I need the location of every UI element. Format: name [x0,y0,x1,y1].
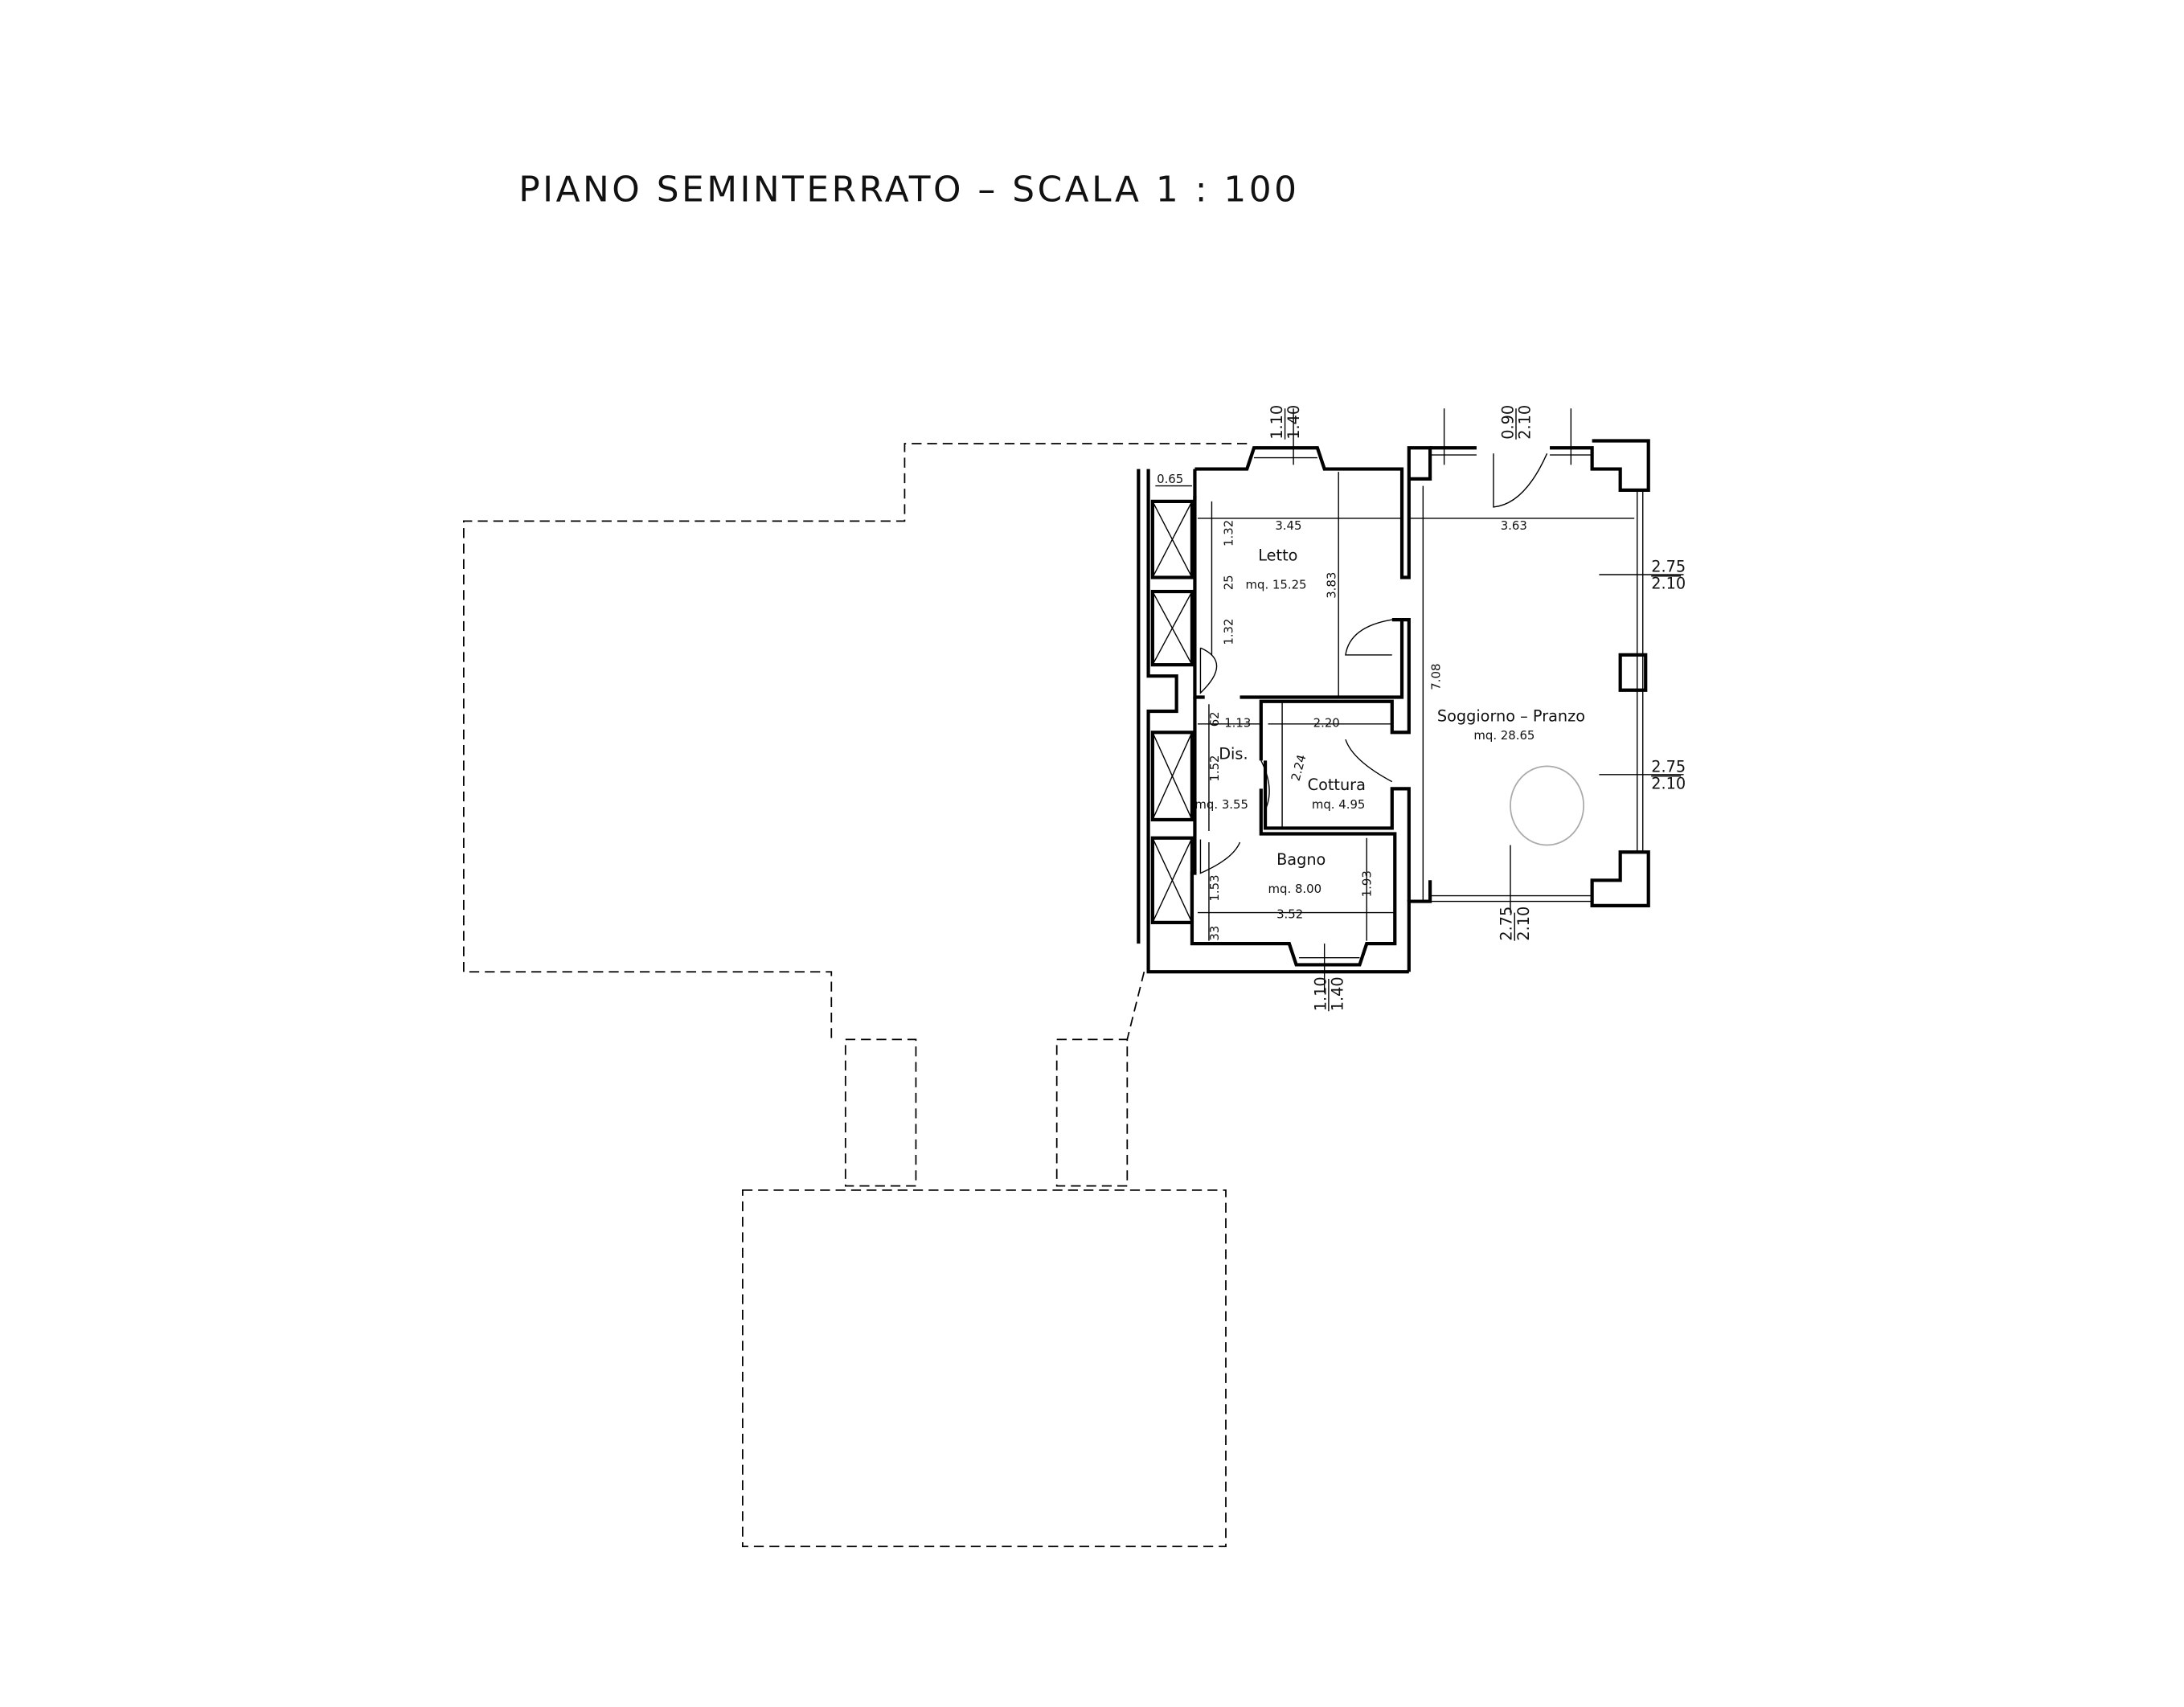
bagno-window-height: 1.40 [1328,976,1346,1011]
room-name-dis: Dis. [1219,745,1248,763]
right-window-2-width: 2.75 [1651,757,1686,776]
bagno-window-width: 1.10 [1311,976,1330,1011]
dim-dis-top: 62 [1207,711,1222,727]
room-name-bagno: Bagno [1276,850,1326,869]
bottom-window-height: 2.10 [1514,907,1533,941]
dim-bagno-depth: 1.93 [1359,870,1374,897]
room-area-dis: mq. 3.55 [1194,797,1248,812]
dim-letto-width: 3.45 [1275,518,1301,533]
room-area-bagno: mq. 8.00 [1268,882,1322,896]
walls [1137,408,1684,993]
right-window-1-height: 2.10 [1651,575,1686,593]
right-window-1-width: 2.75 [1651,558,1686,576]
right-window-2-height: 2.10 [1651,774,1686,792]
dim-closet-depth: 0.65 [1157,472,1183,486]
room-name-letto: Letto [1258,546,1297,564]
dim-cottura-depth: 2.24 [1289,753,1309,783]
dim-cottura-width: 2.20 [1313,715,1340,730]
dim-bagno-bottom: 33 [1207,926,1222,941]
dim-dis-width: 1.13 [1224,715,1251,730]
dim-letto-depth: 3.83 [1325,572,1339,599]
dim-closet-2: 1.32 [1222,619,1236,645]
door-width: 0.90 [1498,405,1517,440]
closets [1150,499,1194,924]
room-name-cottura: Cottura [1308,776,1366,794]
plan-title: PIANO SEMINTERRATO – SCALA 1 : 100 [518,170,1299,211]
dim-bagno-left: 1.53 [1207,874,1222,901]
room-area-cottura: mq. 4.95 [1312,797,1366,812]
dim-soggiorno-width: 3.63 [1501,518,1527,533]
letto-window-width: 1.10 [1268,405,1286,440]
dim-closet-gap: 25 [1222,575,1236,590]
room-area-soggiorno: mq. 28.65 [1473,728,1535,743]
opening-labels: 1.10 1.40 0.90 2.10 2.75 2.10 2.75 2.10 … [1268,405,1686,1012]
room-area-letto: mq. 15.25 [1246,578,1307,592]
bottom-window-width: 2.75 [1498,907,1516,941]
door-height: 2.10 [1516,405,1535,440]
round-table [1510,765,1584,846]
dim-dis-length: 1.52 [1207,755,1222,781]
dashed-building-outline [463,443,1248,1548]
dim-bagno-width: 3.52 [1276,907,1303,922]
room-name-soggiorno: Soggiorno – Pranzo [1437,706,1585,725]
dim-soggiorno-depth: 7.08 [1428,664,1443,690]
dim-closet-1: 1.32 [1222,520,1236,546]
letto-window-height: 1.40 [1285,405,1303,440]
